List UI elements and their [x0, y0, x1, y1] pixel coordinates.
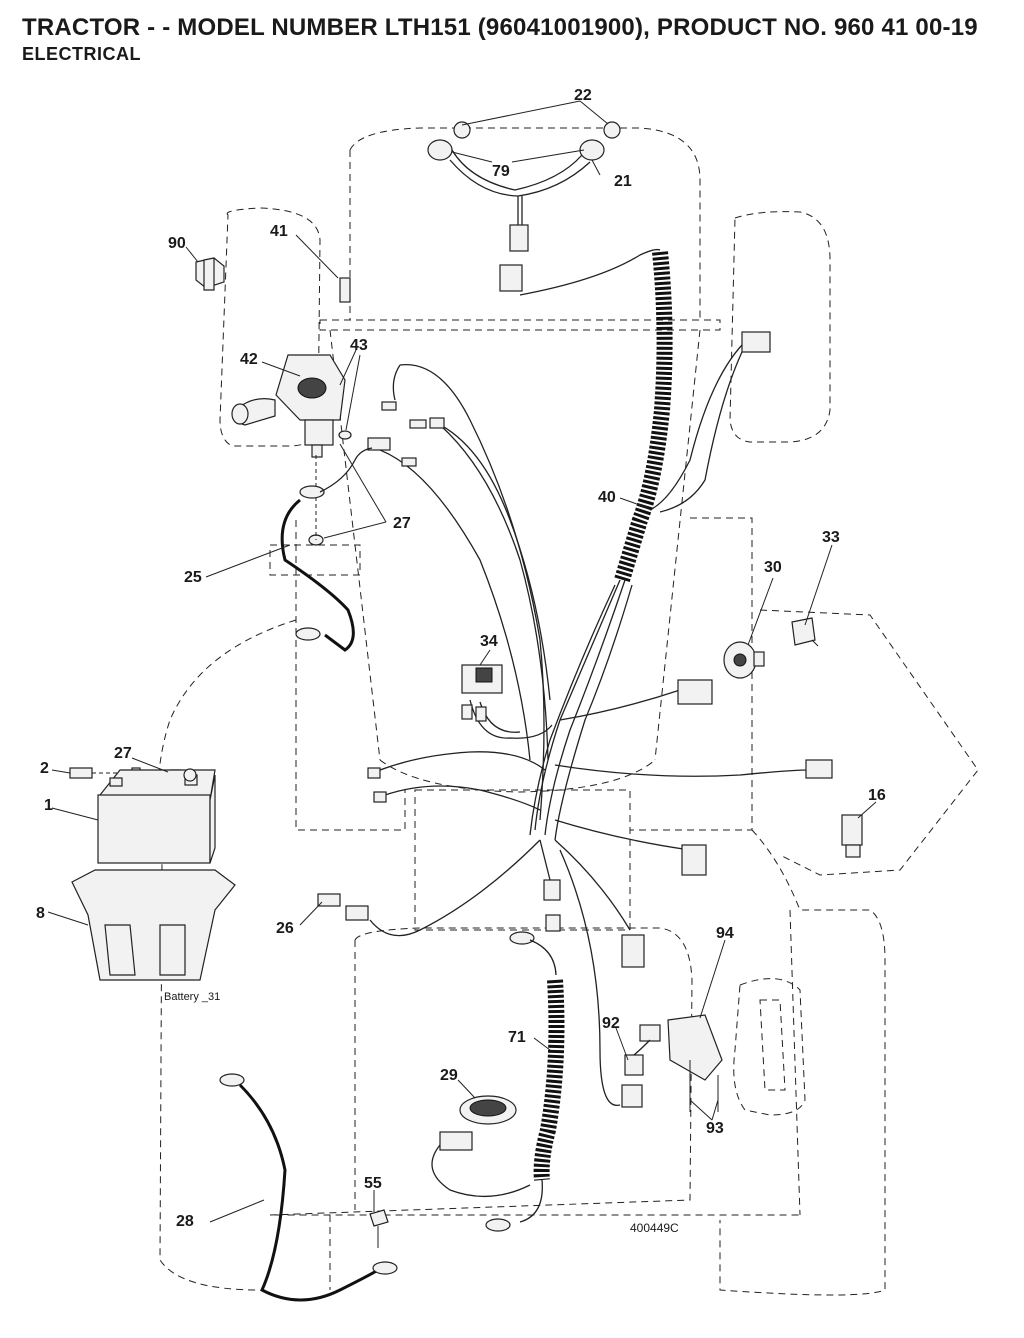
- callout-94: 94: [716, 925, 734, 942]
- callout-41: 41: [270, 223, 288, 240]
- ignition-switch: [723, 617, 819, 679]
- battery-assembly: [69, 767, 236, 981]
- callout-8: 8: [36, 905, 45, 922]
- callout-labels: 22 79 21 90 41 42 43 40 27 25 33 30 34 2…: [36, 87, 886, 1235]
- callout-22: 22: [574, 87, 592, 104]
- callout-79: 79: [492, 163, 510, 180]
- pto-switch-assembly: [231, 277, 352, 546]
- callout-29: 29: [440, 1067, 458, 1084]
- callout-2: 2: [40, 760, 49, 777]
- callout-16: 16: [868, 787, 886, 804]
- callout-25: 25: [184, 569, 202, 586]
- callout-33: 33: [822, 529, 840, 546]
- harness-branches: [317, 363, 833, 1106]
- callout-43: 43: [350, 337, 368, 354]
- wiring-harness-coil: [519, 248, 771, 841]
- leader-lines: [47, 100, 877, 1223]
- relay-16: [841, 814, 863, 858]
- callout-42: 42: [240, 351, 258, 368]
- callout-30: 30: [764, 559, 782, 576]
- callout-71: 71: [508, 1029, 526, 1046]
- page-title: TRACTOR - - MODEL NUMBER LTH151 (9604100…: [22, 14, 978, 41]
- callout-21: 21: [614, 173, 632, 190]
- lights-switch: [461, 664, 503, 722]
- ground-cable-25: [280, 447, 373, 652]
- callout-28: 28: [176, 1213, 194, 1230]
- callout-1: 1: [44, 797, 53, 814]
- chassis-outline: [157, 127, 979, 1296]
- callout-34: 34: [480, 633, 498, 650]
- battery-label: Battery _31: [164, 991, 220, 1003]
- callout-27-a: 27: [393, 515, 411, 532]
- callout-93: 93: [706, 1120, 724, 1137]
- callout-40: 40: [598, 489, 616, 506]
- ground-cable-28: [219, 1073, 398, 1302]
- callout-90: 90: [168, 235, 186, 252]
- section-subtitle: ELECTRICAL: [22, 44, 141, 64]
- callout-55: 55: [364, 1175, 382, 1192]
- drawing-number: 400449C: [630, 1221, 679, 1235]
- callout-92: 92: [602, 1015, 620, 1032]
- headlight-assembly: [427, 121, 621, 292]
- callout-27-b: 27: [114, 745, 132, 762]
- callout-26: 26: [276, 920, 294, 937]
- part-90-connector: [195, 257, 225, 291]
- rear-components: [431, 931, 723, 1232]
